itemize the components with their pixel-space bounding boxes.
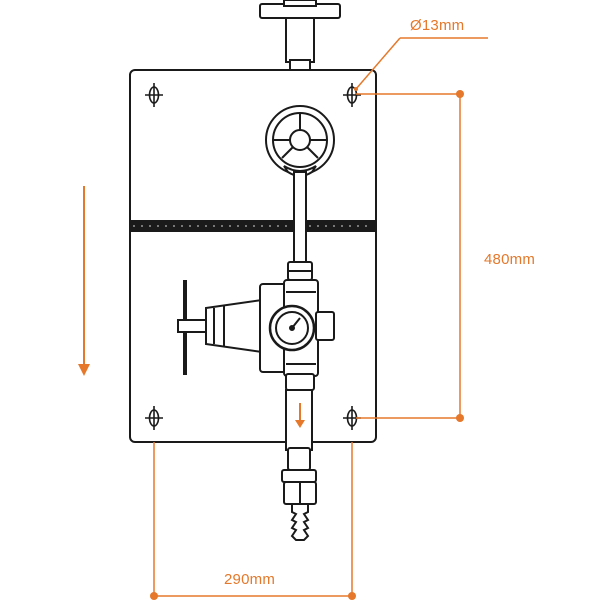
t-handle-stem [177, 319, 209, 333]
connecting-pipe [287, 171, 313, 281]
height-dimension [356, 90, 464, 422]
arrow-down-icon [295, 403, 305, 428]
hole-diameter-dimension: Ø13mm [354, 17, 488, 91]
pressure-regulator [177, 279, 335, 377]
inlet-pipe-upper [285, 17, 315, 63]
outlet-assembly [281, 373, 317, 541]
outlet-fitting [285, 373, 315, 391]
mounting-holes [145, 83, 361, 430]
crosshair-hole-icon [145, 406, 163, 430]
hose-barb [290, 503, 310, 541]
shutoff-valve [265, 105, 335, 177]
mounting-panel [129, 69, 377, 443]
inlet-neck [283, 0, 317, 7]
crosshair-hole-icon [343, 83, 361, 107]
arrow-down-icon [78, 186, 90, 376]
crosshair-hole-icon [145, 83, 163, 107]
width-dimension [150, 442, 356, 600]
mid-rail [131, 220, 375, 232]
panel-frame [129, 69, 377, 443]
width-label: 290mm [224, 571, 275, 588]
height-label: 480mm [484, 251, 535, 268]
hole-diameter-label: Ø13mm [410, 17, 464, 34]
